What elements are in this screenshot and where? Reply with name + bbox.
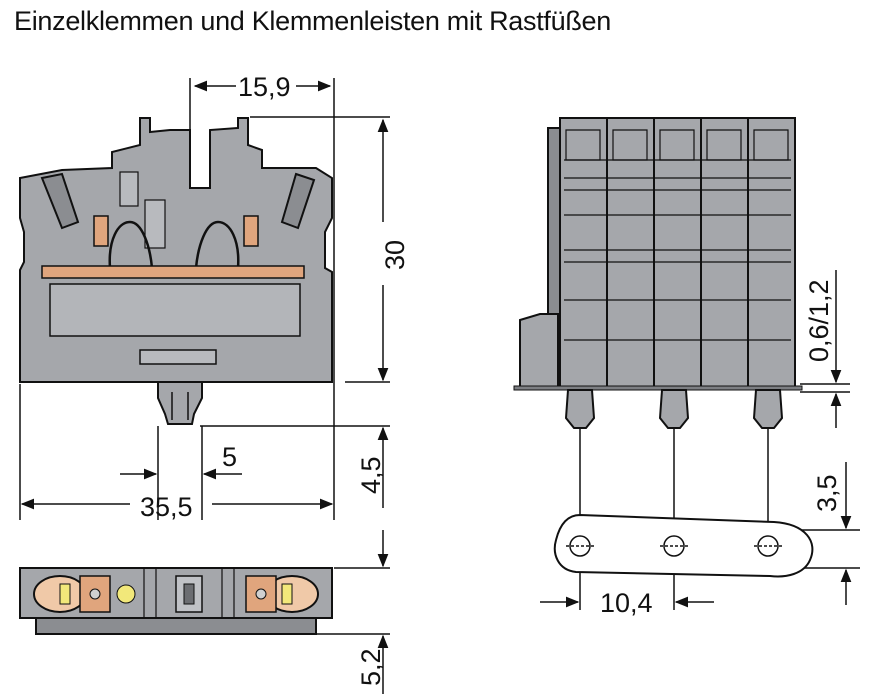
mounting-holes [566,535,782,557]
hole-1 [569,535,591,557]
side-feet [564,389,784,429]
hole-3 [757,535,779,557]
marker-slot [119,171,139,207]
right-contact [243,215,259,247]
right-spring [194,220,240,269]
front-dimension-lines [19,78,390,520]
dim-pitch: 10,4 [600,588,653,618]
center-slot-inner [183,583,195,605]
side-foot-3 [752,389,784,429]
front-view [19,117,333,425]
bottom-slot [139,349,217,365]
dim-foot-offset: 5 [222,442,237,472]
terminal-stack [559,117,796,389]
marker-slot-2 [144,199,166,249]
dim-hole-offset: 3,5 [812,474,842,512]
bottom-view [19,567,333,635]
lower-chamber [49,283,301,337]
dim-foot-height: 4,5 [356,456,386,494]
left-bottom-contact [79,575,111,613]
left-spring [108,220,154,269]
left-lever [40,172,80,230]
left-contact [93,215,109,247]
hole-2 [663,535,685,557]
mounting-rail [513,385,803,391]
side-view [513,117,803,429]
drawing-title: Einzelklemmen und Klemmenleisten mit Ras… [14,6,611,36]
right-contact-screw [255,588,267,600]
snap-foot [157,381,203,425]
right-led [281,583,293,605]
terminal-block-3 [653,117,702,389]
terminal-block-1 [559,117,608,389]
busbar [41,265,305,279]
dim-thickness: 0,6/1,2 [804,279,834,362]
dim-bottom-height: 5,2 [356,648,386,686]
block-details [564,129,791,341]
center-indicator [116,584,136,604]
right-lever [280,172,316,230]
side-foot-2 [658,389,690,429]
left-led [59,583,71,605]
side-foot-1 [564,389,596,429]
bottom-divider [143,568,235,618]
bottom-skirt [35,617,317,635]
terminal-block-5 [747,117,796,389]
dim-overall-width: 35,5 [140,492,193,522]
side-base [519,313,559,389]
left-contact-screw [89,588,101,600]
terminal-housing-front [19,117,333,383]
dim-width-top: 15,9 [238,72,291,102]
snap-foot-slit [171,392,189,420]
dim-height: 30 [380,240,410,270]
bottom-dimension-lines [316,530,390,694]
